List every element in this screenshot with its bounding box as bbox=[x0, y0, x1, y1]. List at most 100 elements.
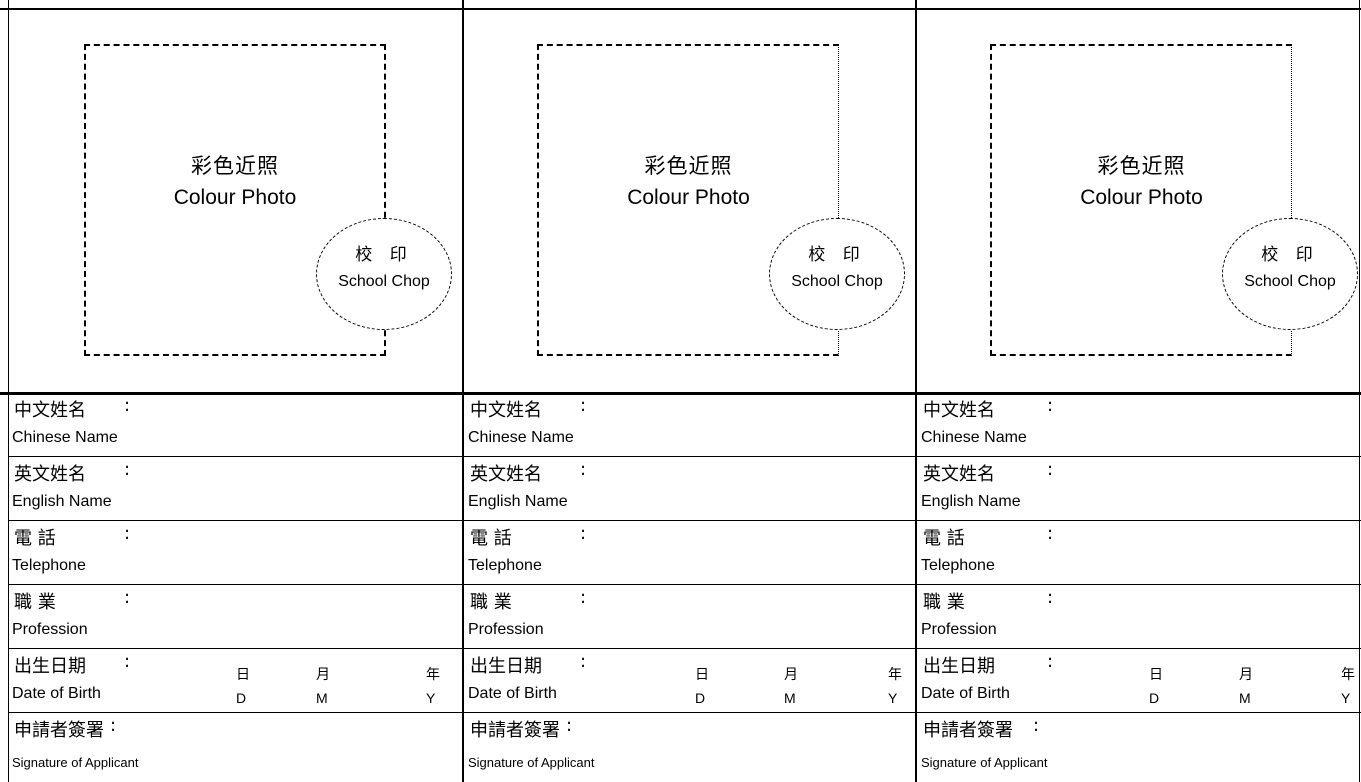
field-label-en: English Name bbox=[12, 493, 112, 510]
field-label-en: Telephone bbox=[468, 557, 542, 574]
field-label-cn: 申請者簽署 bbox=[14, 720, 104, 741]
field-label-en: Telephone bbox=[12, 557, 86, 574]
field-date-of-birth[interactable]: 出生日期 : Date of Birth 日 月 年 D M Y bbox=[917, 649, 1361, 713]
chop-label-cn: 校 印 bbox=[1261, 245, 1319, 265]
school-chop-circle: 校 印 School Chop bbox=[316, 218, 452, 330]
field-colon: : bbox=[580, 523, 587, 544]
field-profession[interactable]: 職 業 : Profession bbox=[8, 585, 462, 649]
field-label-cn: 電 話 bbox=[14, 528, 56, 549]
field-label-en: Profession bbox=[468, 621, 544, 638]
field-colon: : bbox=[110, 715, 117, 736]
field-label-en: Chinese Name bbox=[12, 429, 118, 446]
dob-month-cn: 月 bbox=[784, 666, 798, 682]
field-colon: : bbox=[1047, 459, 1054, 480]
dob-year-en: Y bbox=[1341, 690, 1351, 706]
school-chop-circle: 校 印 School Chop bbox=[1222, 218, 1358, 330]
field-label-cn: 職 業 bbox=[923, 592, 965, 613]
field-label-cn: 電 話 bbox=[923, 528, 965, 549]
photo-box: 彩色近照 Colour Photo bbox=[537, 44, 839, 356]
field-signature[interactable]: 申請者簽署 : Signature of Applicant bbox=[8, 713, 462, 781]
column-divider-1 bbox=[462, 0, 464, 782]
field-label-en: Date of Birth bbox=[12, 685, 101, 702]
field-label-cn: 英文姓名 bbox=[470, 464, 542, 485]
field-colon: : bbox=[124, 523, 131, 544]
field-colon: : bbox=[566, 715, 573, 736]
field-label-cn: 職 業 bbox=[14, 592, 56, 613]
field-colon: : bbox=[580, 651, 587, 672]
field-label-en: Signature of Applicant bbox=[921, 755, 1048, 770]
field-telephone[interactable]: 電 話 : Telephone bbox=[464, 521, 915, 585]
photo-section-divider bbox=[0, 392, 1361, 395]
field-chinese-name[interactable]: 中文姓名 : Chinese Name bbox=[917, 393, 1361, 457]
field-label-en: Signature of Applicant bbox=[468, 755, 595, 770]
field-english-name[interactable]: 英文姓名 : English Name bbox=[464, 457, 915, 521]
field-telephone[interactable]: 電 話 : Telephone bbox=[917, 521, 1361, 585]
column-divider-2 bbox=[915, 0, 917, 782]
field-label-cn: 電 話 bbox=[470, 528, 512, 549]
field-label-en: Profession bbox=[12, 621, 88, 638]
field-label-en: Profession bbox=[921, 621, 997, 638]
field-colon: : bbox=[1047, 587, 1054, 608]
field-label-cn: 英文姓名 bbox=[923, 464, 995, 485]
field-colon: : bbox=[1033, 715, 1040, 736]
chop-label-en: School Chop bbox=[1244, 273, 1336, 290]
dob-day-cn: 日 bbox=[236, 666, 250, 682]
field-colon: : bbox=[580, 587, 587, 608]
field-english-name[interactable]: 英文姓名 : English Name bbox=[917, 457, 1361, 521]
field-label-en: Chinese Name bbox=[468, 429, 574, 446]
field-signature[interactable]: 申請者簽署 : Signature of Applicant bbox=[464, 713, 915, 781]
photo-label-cn: 彩色近照 bbox=[191, 154, 279, 178]
field-english-name[interactable]: 英文姓名 : English Name bbox=[8, 457, 462, 521]
field-colon: : bbox=[1047, 651, 1054, 672]
photo-label-en: Colour Photo bbox=[173, 186, 297, 209]
dob-day-cn: 日 bbox=[1149, 666, 1163, 682]
field-colon: : bbox=[124, 651, 131, 672]
field-colon: : bbox=[1047, 395, 1054, 416]
field-label-cn: 申請者簽署 bbox=[470, 720, 560, 741]
field-label-en: Telephone bbox=[921, 557, 995, 574]
field-label-en: English Name bbox=[468, 493, 568, 510]
field-colon: : bbox=[124, 395, 131, 416]
applicant-card-3: 彩色近照 Colour Photo 校 印 School Chop 中文姓名 :… bbox=[915, 0, 1361, 782]
field-colon: : bbox=[124, 587, 131, 608]
field-rows: 中文姓名 : Chinese Name 英文姓名 : English Name … bbox=[464, 393, 915, 781]
field-label-cn: 出生日期 bbox=[14, 656, 86, 677]
dob-day-en: D bbox=[1149, 690, 1160, 706]
dob-month-en: M bbox=[1239, 690, 1251, 706]
field-label-cn: 英文姓名 bbox=[14, 464, 86, 485]
field-chinese-name[interactable]: 中文姓名 : Chinese Name bbox=[8, 393, 462, 457]
field-telephone[interactable]: 電 話 : Telephone bbox=[8, 521, 462, 585]
field-date-of-birth[interactable]: 出生日期 : Date of Birth 日 月 年 D M Y bbox=[8, 649, 462, 713]
field-label-cn: 出生日期 bbox=[470, 656, 542, 677]
field-profession[interactable]: 職 業 : Profession bbox=[464, 585, 915, 649]
applicant-card-1: 彩色近照 Colour Photo 校 印 School Chop 中文姓名 :… bbox=[0, 0, 462, 782]
photo-label-cn: 彩色近照 bbox=[1097, 154, 1186, 178]
field-label-cn: 中文姓名 bbox=[470, 400, 542, 421]
right-border bbox=[1359, 0, 1360, 782]
photo-box: 彩色近照 Colour Photo bbox=[990, 44, 1292, 356]
field-profession[interactable]: 職 業 : Profession bbox=[917, 585, 1361, 649]
photo-area: 彩色近照 Colour Photo 校 印 School Chop bbox=[0, 0, 462, 393]
dob-month-en: M bbox=[316, 690, 328, 706]
field-signature[interactable]: 申請者簽署 : Signature of Applicant bbox=[917, 713, 1361, 781]
dob-month-en: M bbox=[784, 690, 796, 706]
chop-label-cn: 校 印 bbox=[808, 245, 866, 265]
top-border bbox=[0, 8, 1361, 10]
field-colon: : bbox=[580, 395, 587, 416]
chop-label-en: School Chop bbox=[791, 273, 883, 290]
field-rows: 中文姓名 : Chinese Name 英文姓名 : English Name … bbox=[8, 393, 462, 781]
dob-year-cn: 年 bbox=[888, 666, 902, 682]
photo-label-en: Colour Photo bbox=[1080, 186, 1203, 209]
field-label-en: Chinese Name bbox=[921, 429, 1027, 446]
field-label-cn: 中文姓名 bbox=[923, 400, 995, 421]
photo-box: 彩色近照 Colour Photo bbox=[84, 44, 386, 356]
photo-label-en: Colour Photo bbox=[627, 186, 750, 209]
dob-year-en: Y bbox=[888, 690, 898, 706]
dob-month-cn: 月 bbox=[1239, 666, 1253, 682]
field-date-of-birth[interactable]: 出生日期 : Date of Birth 日 月 年 D M Y bbox=[464, 649, 915, 713]
field-label-cn: 中文姓名 bbox=[14, 400, 86, 421]
field-chinese-name[interactable]: 中文姓名 : Chinese Name bbox=[464, 393, 915, 457]
left-border bbox=[8, 0, 9, 782]
field-label-cn: 出生日期 bbox=[923, 656, 995, 677]
